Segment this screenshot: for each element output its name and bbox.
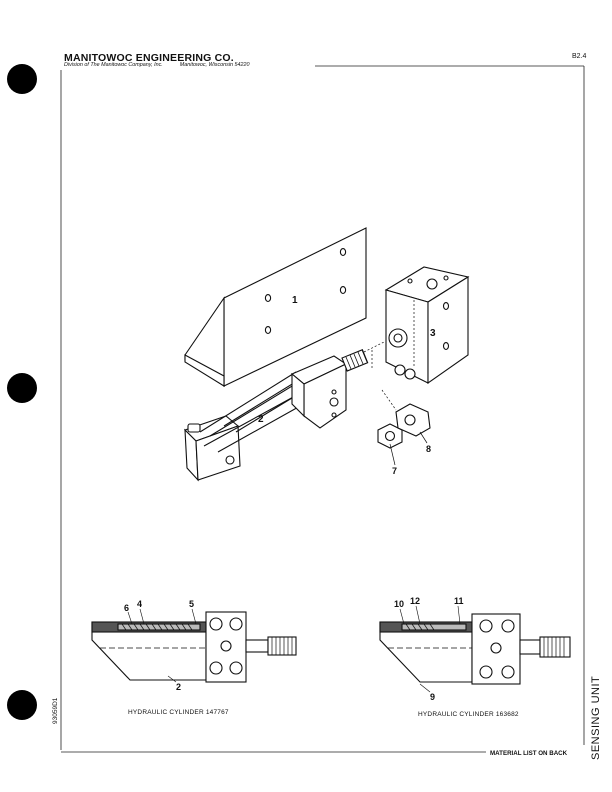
callout-3: 3 <box>430 328 436 339</box>
callout-6: 6 <box>124 603 129 613</box>
callout-11: 11 <box>454 596 464 606</box>
cylinder-163682-section <box>379 613 571 685</box>
callout-8: 8 <box>426 444 431 454</box>
callout-5: 5 <box>189 599 194 609</box>
fittings <box>377 389 431 449</box>
company-name: MANITOWOC ENGINEERING CO. <box>64 52 234 64</box>
angle-bracket <box>184 227 367 388</box>
callout-10: 10 <box>394 599 404 609</box>
callout-2: 2 <box>258 414 264 425</box>
callout-4: 4 <box>137 599 142 609</box>
section-label: SENSING UNIT <box>590 675 602 760</box>
valve-block <box>384 266 470 385</box>
callout-2-section: 2 <box>176 682 181 692</box>
hydraulic-cylinder <box>183 341 385 482</box>
punch-hole-middle <box>7 373 37 403</box>
footer-note: MATERIAL LIST ON BACK <box>490 750 568 757</box>
callout-9: 9 <box>430 692 435 702</box>
document-id: 93059D1 <box>52 697 59 724</box>
division-text: Division of The Manitowoc Company, Inc. <box>64 62 163 68</box>
caption-cylinder-163682: HYDRAULIC CYLINDER 163682 <box>418 711 519 718</box>
page-number: B2.4 <box>572 53 587 60</box>
callout-12: 12 <box>410 596 420 606</box>
cylinder-147767-section <box>91 611 297 683</box>
punch-hole-top <box>7 64 37 94</box>
callout-7: 7 <box>392 466 397 476</box>
location-text: Manitowoc, Wisconsin 54220 <box>179 62 250 68</box>
callout-1: 1 <box>292 295 298 306</box>
punch-hole-bottom <box>7 690 37 720</box>
caption-cylinder-147767: HYDRAULIC CYLINDER 147767 <box>128 709 229 716</box>
company-division: Division of The Manitowoc Company, Inc. … <box>64 62 250 68</box>
